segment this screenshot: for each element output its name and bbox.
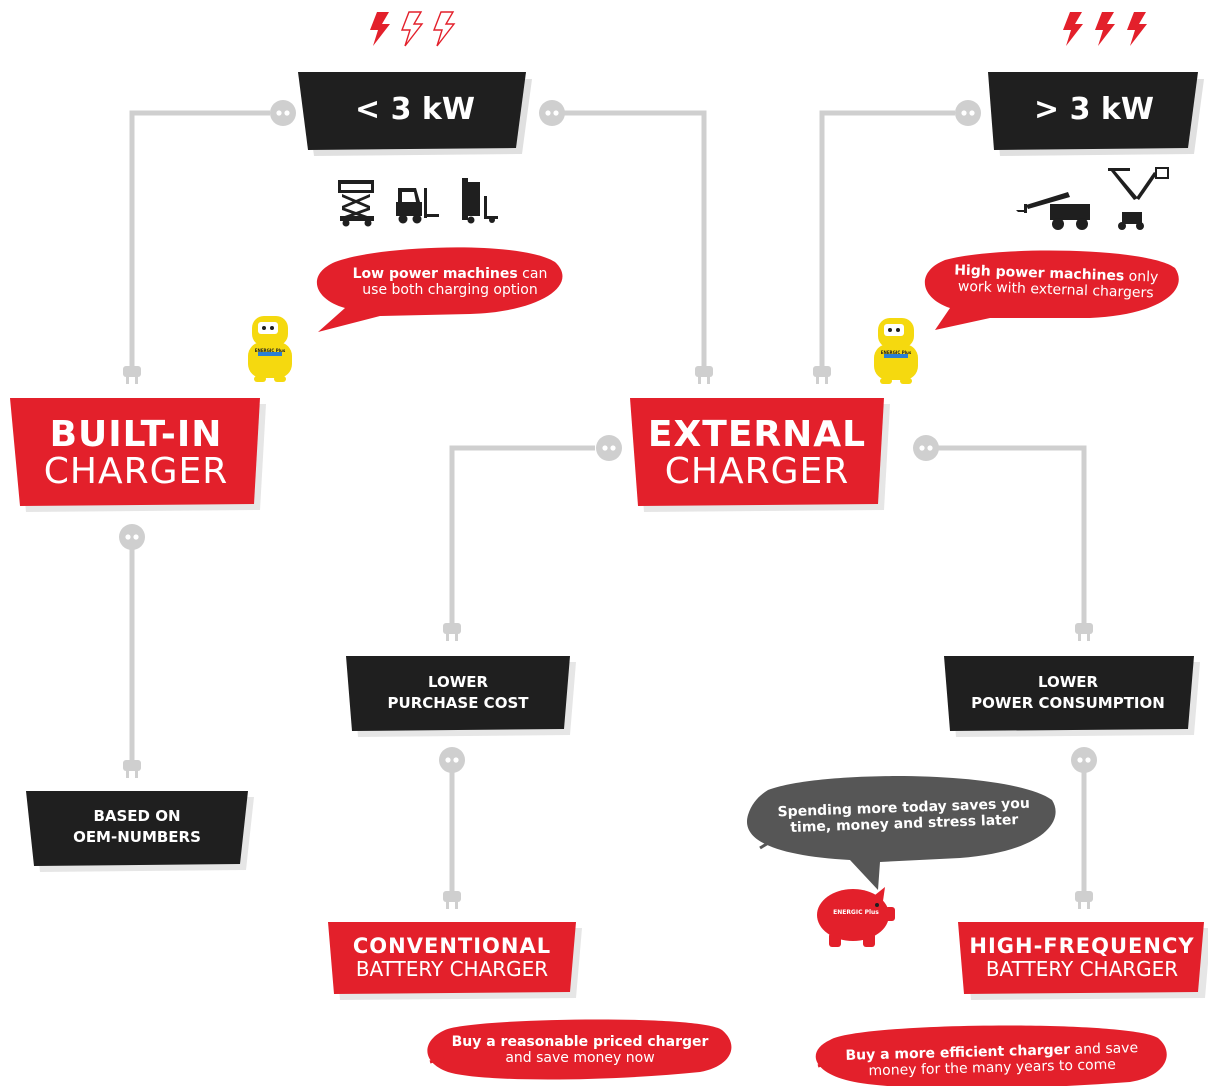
high-frequency-charger-label: HIGH-FREQUENCY BATTERY CHARGER xyxy=(969,934,1195,981)
low-power-label: < 3 kW xyxy=(355,92,475,127)
low-power-bubble xyxy=(316,247,563,332)
mascot-brand-left: ENERGIC Plus xyxy=(254,348,286,353)
lightning-bolt-icon xyxy=(1063,12,1083,46)
piggy-bank-icon xyxy=(817,887,895,947)
forklift-icon xyxy=(396,188,439,224)
power-consumption-label: LOWER POWER CONSUMPTION xyxy=(971,673,1165,712)
spending-bubble xyxy=(746,776,1056,890)
piggy-brand: ENERGIC Plus xyxy=(833,909,879,916)
mascot-icon-left xyxy=(248,316,292,382)
lightning-bolt-icon xyxy=(1095,12,1115,46)
conventional-bubble xyxy=(427,1019,732,1080)
high-frequency-bubble xyxy=(815,1025,1167,1086)
conventional-bubble-text: Buy a reasonable priced charger and save… xyxy=(451,1034,709,1066)
low-power-bubble-text: Low power machines can use both charging… xyxy=(352,266,548,298)
high-power-label: > 3 kW xyxy=(1034,92,1154,127)
high-power-bubble xyxy=(924,250,1179,330)
oem-label: BASED ON OEM-NUMBERS xyxy=(73,807,201,846)
bolt-icons-high xyxy=(1063,12,1147,46)
scissor-lift-icon xyxy=(338,180,374,227)
lightning-bolt-icon xyxy=(370,12,390,46)
lightning-bolt-icon xyxy=(433,11,455,47)
builtin-charger-label: BUILT-IN CHARGER xyxy=(43,414,229,492)
lightning-bolt-icon xyxy=(1127,12,1147,46)
purchase-cost-label: LOWER PURCHASE COST xyxy=(387,673,529,712)
lightning-bolt-icon xyxy=(401,11,423,47)
mascot-icon-right xyxy=(874,318,918,384)
boom-lift-icon xyxy=(1108,167,1169,230)
reach-truck-icon xyxy=(462,178,498,224)
bolt-icons-low xyxy=(370,11,455,47)
conventional-charger-label: CONVENTIONAL BATTERY CHARGER xyxy=(352,934,552,981)
mascot-brand-right: ENERGIC Plus xyxy=(880,350,912,355)
connector-lines xyxy=(129,110,1087,893)
telehandler-icon xyxy=(1016,192,1090,230)
external-charger-label: EXTERNAL CHARGER xyxy=(647,414,867,492)
